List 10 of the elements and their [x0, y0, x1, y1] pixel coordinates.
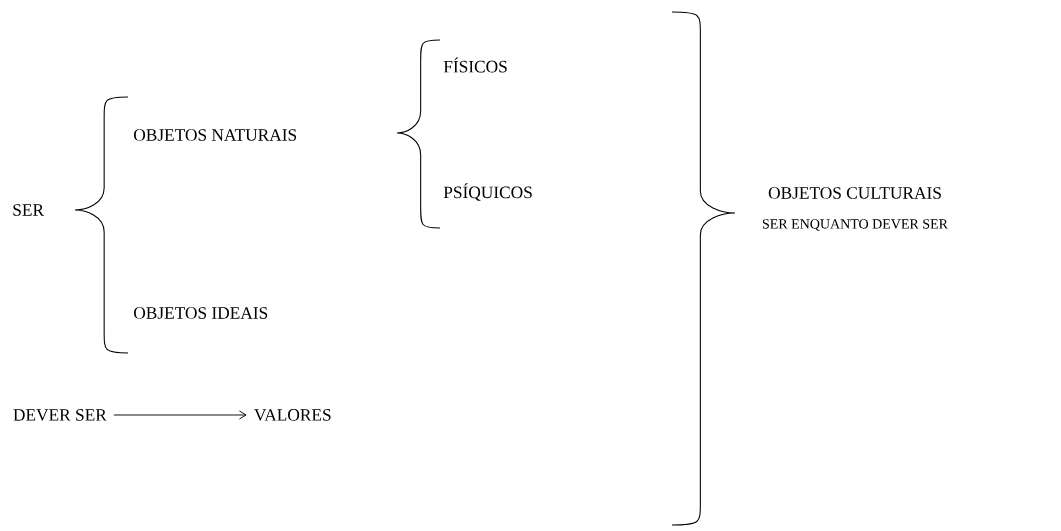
node-text: VALORES	[254, 409, 331, 421]
label-text: OBJETOS CULTURAIS	[768, 187, 941, 199]
node-text: DEVER SER	[13, 409, 107, 421]
label-text: SER ENQUANTO DEVER SER	[762, 219, 948, 231]
arrow	[113, 410, 247, 420]
label-text: FÍSICOS	[443, 57, 507, 73]
label-text: PSÍQUICOS	[443, 183, 532, 201]
label-text: OBJETOS IDEAIS	[134, 307, 268, 319]
label-text: SER	[13, 204, 45, 216]
label-text: OBJETOS NATURAIS	[134, 129, 297, 141]
